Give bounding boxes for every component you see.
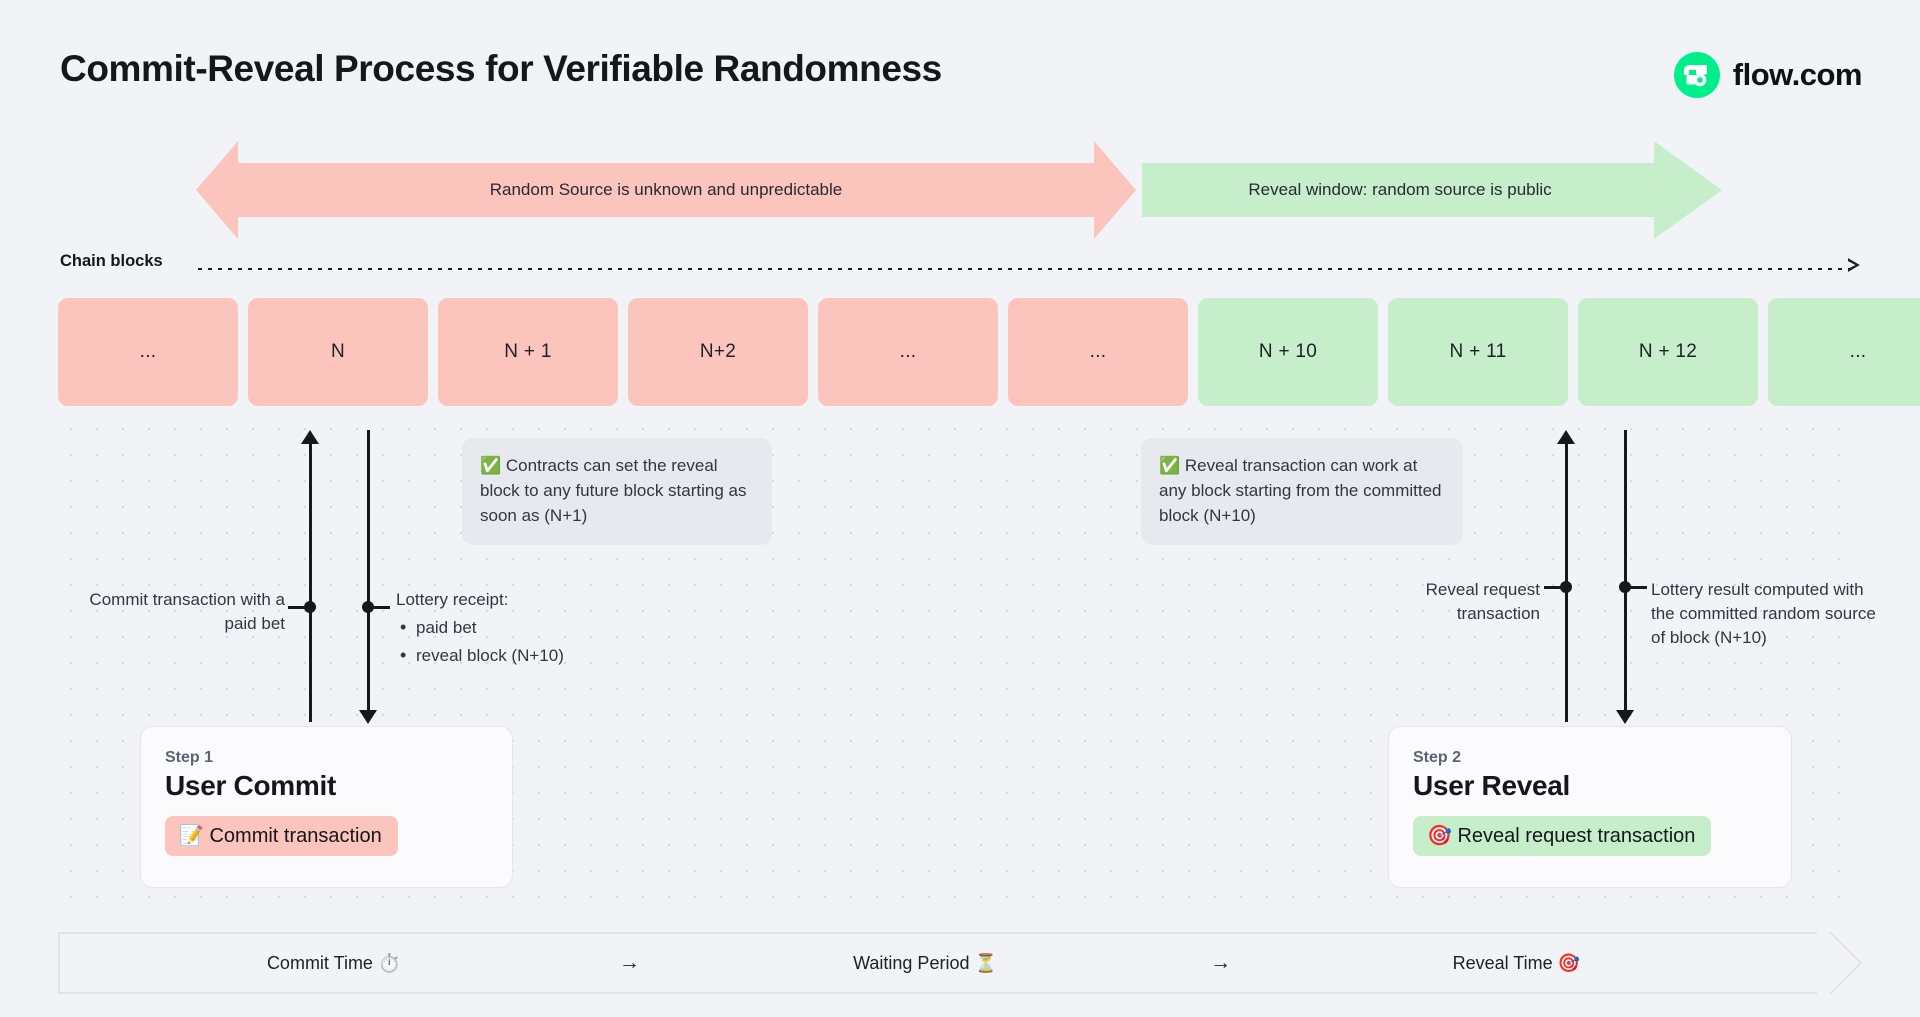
result-downarrow-head-icon [1616, 710, 1634, 724]
annotation-lottery-receipt: Lottery receipt: paid betreveal block (N… [396, 588, 696, 669]
annotation-receipt-title: Lottery receipt: [396, 590, 509, 609]
reveal-request-pill[interactable]: 🎯 Reveal request transaction [1413, 816, 1712, 856]
timeline-phase: Waiting Period ⏳ [649, 953, 1200, 974]
chain-block: N + 1 [438, 298, 618, 406]
chain-block: N + 12 [1578, 298, 1758, 406]
memo-icon: 📝 [179, 825, 204, 847]
timeline-phase-icon: ⏱️ [377, 952, 401, 973]
reveal-request-pill-label: Reveal request transaction [1457, 825, 1696, 847]
chain-block: N + 11 [1388, 298, 1568, 406]
step-2-title: User Reveal [1413, 770, 1571, 801]
receipt-stub [368, 606, 390, 609]
annotation-commit-transaction-text: Commit transaction with a paid bet [89, 590, 285, 634]
annotation-lottery-result: Lottery result computed with the committ… [1651, 578, 1876, 650]
annotation-lottery-result-text: Lottery result computed with the committ… [1651, 580, 1876, 648]
timeline-phase-list: Commit Time ⏱️ → Waiting Period ⏳ → Reveal T… [58, 932, 1862, 994]
chain-block: ... [1768, 298, 1920, 406]
callout-reveal-text: Reveal transaction can work at any block… [1159, 456, 1442, 526]
commit-transaction-pill[interactable]: 📝 Commit transaction [165, 816, 398, 856]
timeline-bar: Commit Time ⏱️ → Waiting Period ⏳ → Reveal T… [58, 932, 1862, 994]
annotation-reveal-request-text: Reveal request transaction [1425, 580, 1540, 624]
chain-blocks-label: Chain blocks [60, 252, 163, 270]
lottery-result-stub [1625, 586, 1647, 589]
annotation-reveal-request: Reveal request transaction [1370, 578, 1540, 626]
callout-reveal: ✅ Reveal transaction can work at any blo… [1141, 438, 1463, 546]
banner-reveal-window: Reveal window: random source is public [1142, 141, 1722, 239]
chain-block: ... [58, 298, 238, 406]
commit-uparrow-head-icon [301, 430, 319, 444]
timeline-phase: Reveal Time 🎯 [1241, 953, 1792, 974]
timeline-arrow-icon: → [1210, 951, 1232, 974]
callout-commit: ✅ Contracts can set the reveal block to … [462, 438, 772, 546]
commit-tx-stub [288, 606, 310, 609]
flow-logo-text: flow.com [1732, 57, 1863, 92]
receipt-downarrow-line [367, 430, 370, 718]
banner-unknown-window: Random Source is unknown and unpredictab… [196, 141, 1136, 239]
timeline-phase-icon: ⏳ [974, 952, 997, 973]
flow-logo-icon [1673, 52, 1720, 98]
chain-block: ... [818, 298, 998, 406]
step-2-label: Step 2 [1413, 749, 1462, 766]
timeline-phase: Commit Time ⏱️ [58, 953, 609, 974]
receipt-list-item: paid bet [396, 615, 696, 641]
commit-transaction-pill-label: Commit transaction [209, 825, 382, 847]
chain-block: N + 10 [1198, 298, 1378, 406]
result-downarrow-line [1624, 430, 1627, 718]
timeline-phase-label: Commit Time [266, 952, 373, 973]
reveal-request-stub [1544, 586, 1566, 589]
annotation-commit-transaction: Commit transaction with a paid bet [70, 588, 285, 636]
receipt-downarrow-head-icon [359, 710, 377, 724]
check-icon: ✅ [480, 456, 502, 475]
reveal-request-node [1560, 581, 1572, 593]
commit-tx-node [304, 601, 316, 613]
step-card-1[interactable]: Step 1 User Commit 📝 Commit transaction [140, 726, 513, 888]
timeline-phase-label: Reveal Time [1452, 952, 1553, 973]
step-card-2[interactable]: Step 2 User Reveal 🎯 Reveal request tran… [1388, 726, 1792, 888]
timeline-phase-icon: 🎯 [1557, 952, 1581, 973]
chain-timeline-dotted-line [198, 268, 1858, 270]
timeline-arrow-icon: → [618, 951, 640, 974]
page-title: Commit-Reveal Process for Verifiable Ran… [60, 48, 942, 89]
chain-block: N+2 [628, 298, 808, 406]
callout-commit-text: Contracts can set the reveal block to an… [480, 456, 747, 526]
target-icon: 🎯 [1427, 825, 1452, 847]
reveal-uparrow-head-icon [1557, 430, 1575, 444]
timeline-phase-label: Waiting Period [853, 952, 970, 973]
step-1-label: Step 1 [165, 749, 214, 766]
annotation-receipt-list: paid betreveal block (N+10) [396, 615, 696, 669]
chain-block: N [248, 298, 428, 406]
flow-logo: flow.com [1673, 52, 1863, 98]
check-icon: ✅ [1159, 456, 1181, 475]
commit-uparrow-line [309, 442, 312, 722]
step-1-title: User Commit [165, 770, 336, 801]
chain-block: ... [1008, 298, 1188, 406]
receipt-list-item: reveal block (N+10) [396, 643, 696, 669]
